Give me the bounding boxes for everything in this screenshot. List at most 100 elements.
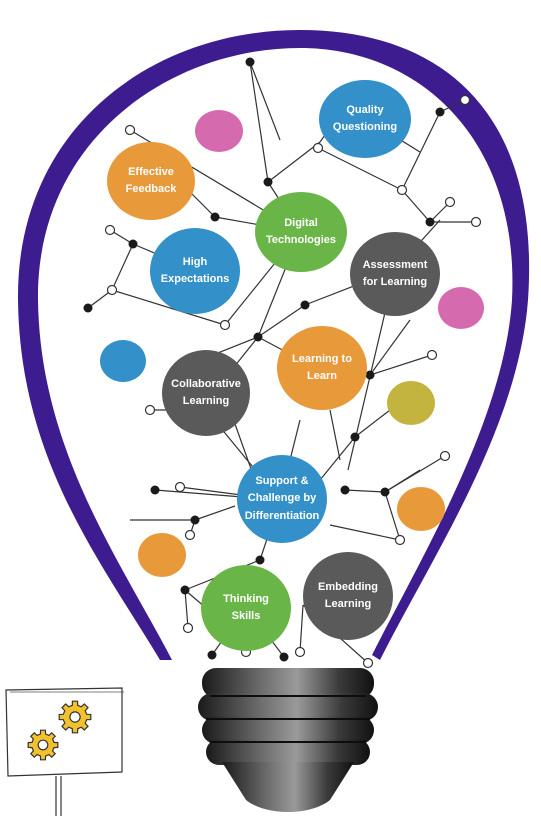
junction-dot-filled bbox=[425, 217, 435, 227]
node-label-line: Learn bbox=[307, 370, 337, 382]
connection-line bbox=[401, 189, 431, 223]
decor-circle-pink-right bbox=[438, 287, 484, 329]
connection-line bbox=[344, 489, 386, 493]
decor-circle-orange-right bbox=[397, 487, 445, 531]
decor-circle-orange-left bbox=[138, 533, 186, 577]
gears-icon bbox=[27, 700, 92, 761]
junction-dot-hollow bbox=[470, 216, 482, 228]
junction-dot-hollow bbox=[312, 142, 324, 154]
connection-line bbox=[384, 469, 421, 493]
junction-dot-hollow bbox=[394, 534, 406, 546]
node-label-line: Embedding bbox=[318, 580, 378, 593]
connection-line bbox=[111, 289, 226, 326]
connection-line bbox=[319, 436, 356, 481]
gear-icon bbox=[27, 729, 59, 761]
connection-line bbox=[257, 304, 306, 338]
node-high-expectations: High Expectations bbox=[150, 228, 240, 314]
decor-circle-olive bbox=[387, 381, 435, 425]
junction-dot-hollow bbox=[106, 284, 118, 296]
junction-dot-hollow bbox=[294, 646, 306, 658]
junction-dot-hollow bbox=[174, 481, 186, 493]
junction-dot-filled bbox=[128, 239, 138, 249]
connection-line bbox=[329, 409, 341, 461]
junction-dot-filled bbox=[150, 485, 160, 495]
node-label-line: Differentiation bbox=[244, 509, 320, 522]
node-assessment-for-learning: Assessment for Learning bbox=[350, 232, 440, 316]
junction-dot-filled bbox=[255, 555, 265, 565]
node-label-line: Feedback bbox=[125, 183, 177, 195]
connection-line bbox=[267, 141, 321, 183]
node-digital-technologies: Digital Technologies bbox=[255, 192, 347, 272]
decor-circle-blue-left bbox=[100, 340, 146, 382]
connection-line bbox=[384, 491, 401, 541]
junction-dot-hollow bbox=[439, 450, 451, 462]
node-label-line: Effective bbox=[128, 165, 174, 178]
junction-dot-filled bbox=[263, 177, 273, 187]
node-support-challenge-differentiation: Support & Challenge by Differentiation bbox=[237, 455, 327, 543]
connection-line bbox=[317, 147, 403, 191]
junction-dot-filled bbox=[435, 107, 445, 117]
node-label-line: Skills bbox=[231, 610, 261, 622]
node-label-line: Assessment bbox=[362, 258, 428, 271]
connection-line bbox=[249, 61, 269, 183]
connection-line bbox=[189, 191, 216, 218]
node-label-line: for Learning bbox=[362, 276, 428, 288]
junction-dot-filled bbox=[340, 485, 350, 495]
connection-line bbox=[184, 589, 189, 629]
connection-line bbox=[369, 319, 411, 376]
junction-dot-hollow bbox=[144, 404, 156, 416]
node-learning-to-learn: Learning to Learn bbox=[277, 326, 367, 410]
node-label-line: Expectations bbox=[160, 273, 230, 285]
decor-circle-pink-top bbox=[195, 110, 243, 152]
junction-dot-hollow bbox=[396, 184, 408, 196]
node-label-line: Challenge by bbox=[247, 492, 317, 505]
junction-dot-filled bbox=[83, 303, 93, 313]
junction-dot-hollow bbox=[104, 224, 116, 236]
node-thinking-skills: Thinking Skills bbox=[201, 565, 291, 651]
node-collaborative-learning: Collaborative Learning bbox=[162, 350, 250, 436]
node-label-line: Collaborative bbox=[171, 377, 241, 390]
junction-dot-filled bbox=[350, 432, 360, 442]
node-label-line: Support & bbox=[255, 475, 309, 488]
connection-line bbox=[354, 409, 391, 438]
junction-dot-hollow bbox=[459, 94, 471, 106]
node-label-line: Learning bbox=[324, 598, 372, 610]
node-label-line: Digital bbox=[284, 216, 318, 229]
junction-dot-hollow bbox=[184, 529, 196, 541]
junction-dot-hollow bbox=[124, 124, 136, 136]
junction-dot-filled bbox=[380, 487, 390, 497]
node-quality-questioning: Quality Questioning bbox=[319, 80, 411, 158]
junction-dot-filled bbox=[180, 585, 190, 595]
node-effective-feedback: Effective Feedback bbox=[107, 142, 195, 220]
junction-dot-filled bbox=[207, 650, 217, 660]
connection-line bbox=[194, 505, 236, 521]
node-label-line: Quality bbox=[346, 103, 384, 116]
connection-line bbox=[249, 61, 281, 141]
junction-dot-filled bbox=[365, 370, 375, 380]
junction-dot-filled bbox=[300, 300, 310, 310]
junction-dot-filled bbox=[279, 652, 289, 662]
junction-dot-hollow bbox=[362, 657, 374, 669]
connection-line bbox=[329, 524, 401, 541]
node-embedding-learning: Embedding Learning bbox=[303, 552, 393, 640]
junction-dot-filled bbox=[210, 212, 220, 222]
junction-dot-hollow bbox=[426, 349, 438, 361]
connection-line bbox=[369, 354, 433, 376]
node-label-line: Learning bbox=[182, 395, 230, 407]
junction-dot-filled bbox=[253, 332, 263, 342]
junction-dot-hollow bbox=[219, 319, 231, 331]
connection-line bbox=[299, 604, 304, 653]
connection-line bbox=[111, 243, 134, 291]
node-label-line: Technologies bbox=[265, 234, 337, 246]
junction-dot-hollow bbox=[182, 622, 194, 634]
junction-dot-filled bbox=[190, 515, 200, 525]
node-label-line: Learning to bbox=[292, 352, 352, 365]
gear-icon bbox=[58, 700, 92, 734]
node-label-line: Questioning bbox=[332, 121, 398, 133]
connection-line bbox=[401, 111, 441, 191]
node-label-line: Thinking bbox=[223, 592, 269, 605]
bulb-base-icon bbox=[198, 668, 378, 812]
node-label-line: High bbox=[182, 255, 208, 268]
